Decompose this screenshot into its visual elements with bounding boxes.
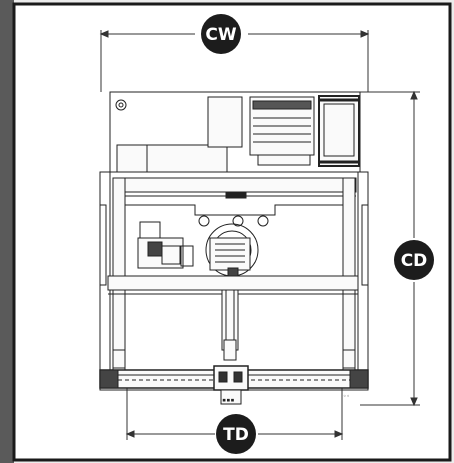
carriage-vent: ▪▪▪ — [222, 396, 235, 404]
corner-note: ◦◦ — [343, 393, 350, 400]
cw-badge: CW — [201, 14, 241, 54]
width-dimension — [99, 30, 370, 92]
cw-label: CW — [205, 25, 236, 45]
spindle-housing — [209, 237, 251, 271]
track-dimension — [125, 385, 344, 440]
left-enclosure — [116, 144, 228, 173]
cd-badge: CD — [394, 240, 434, 280]
td-badge: TD — [216, 414, 256, 454]
depth-dimension — [360, 90, 420, 407]
left-shadow — [0, 0, 14, 463]
cd-label: CD — [401, 251, 428, 271]
back-plate-screw — [115, 99, 127, 111]
machine-drawing — [99, 91, 369, 405]
motor-box — [318, 95, 360, 167]
upper-crossbar — [112, 177, 357, 193]
td-label: TD — [223, 425, 249, 445]
center-enclosure — [207, 96, 243, 148]
lower-crossbar — [107, 275, 359, 291]
